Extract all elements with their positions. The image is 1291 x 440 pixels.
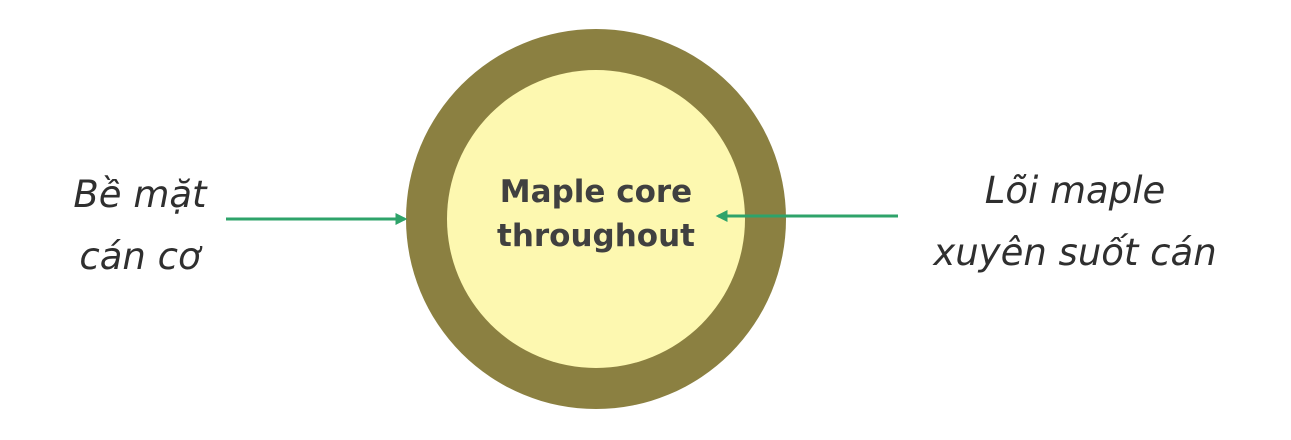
core-description-line1: Lõi maple — [984, 169, 1166, 212]
surface-label-line2: cán cơ — [79, 235, 201, 278]
core-label-line1: Maple core — [499, 174, 693, 210]
surface-label: Bề mặt cán cơ — [40, 164, 240, 288]
inner-core — [447, 70, 745, 368]
surface-label-line1: Bề mặt — [73, 173, 207, 216]
core-label-line2: throughout — [497, 218, 695, 254]
core-description-line2: xuyên suốt cán — [933, 231, 1217, 274]
core-label: Maple core throughout — [470, 170, 722, 258]
core-description-label: Lõi maple xuyên suốt cán — [890, 160, 1260, 284]
